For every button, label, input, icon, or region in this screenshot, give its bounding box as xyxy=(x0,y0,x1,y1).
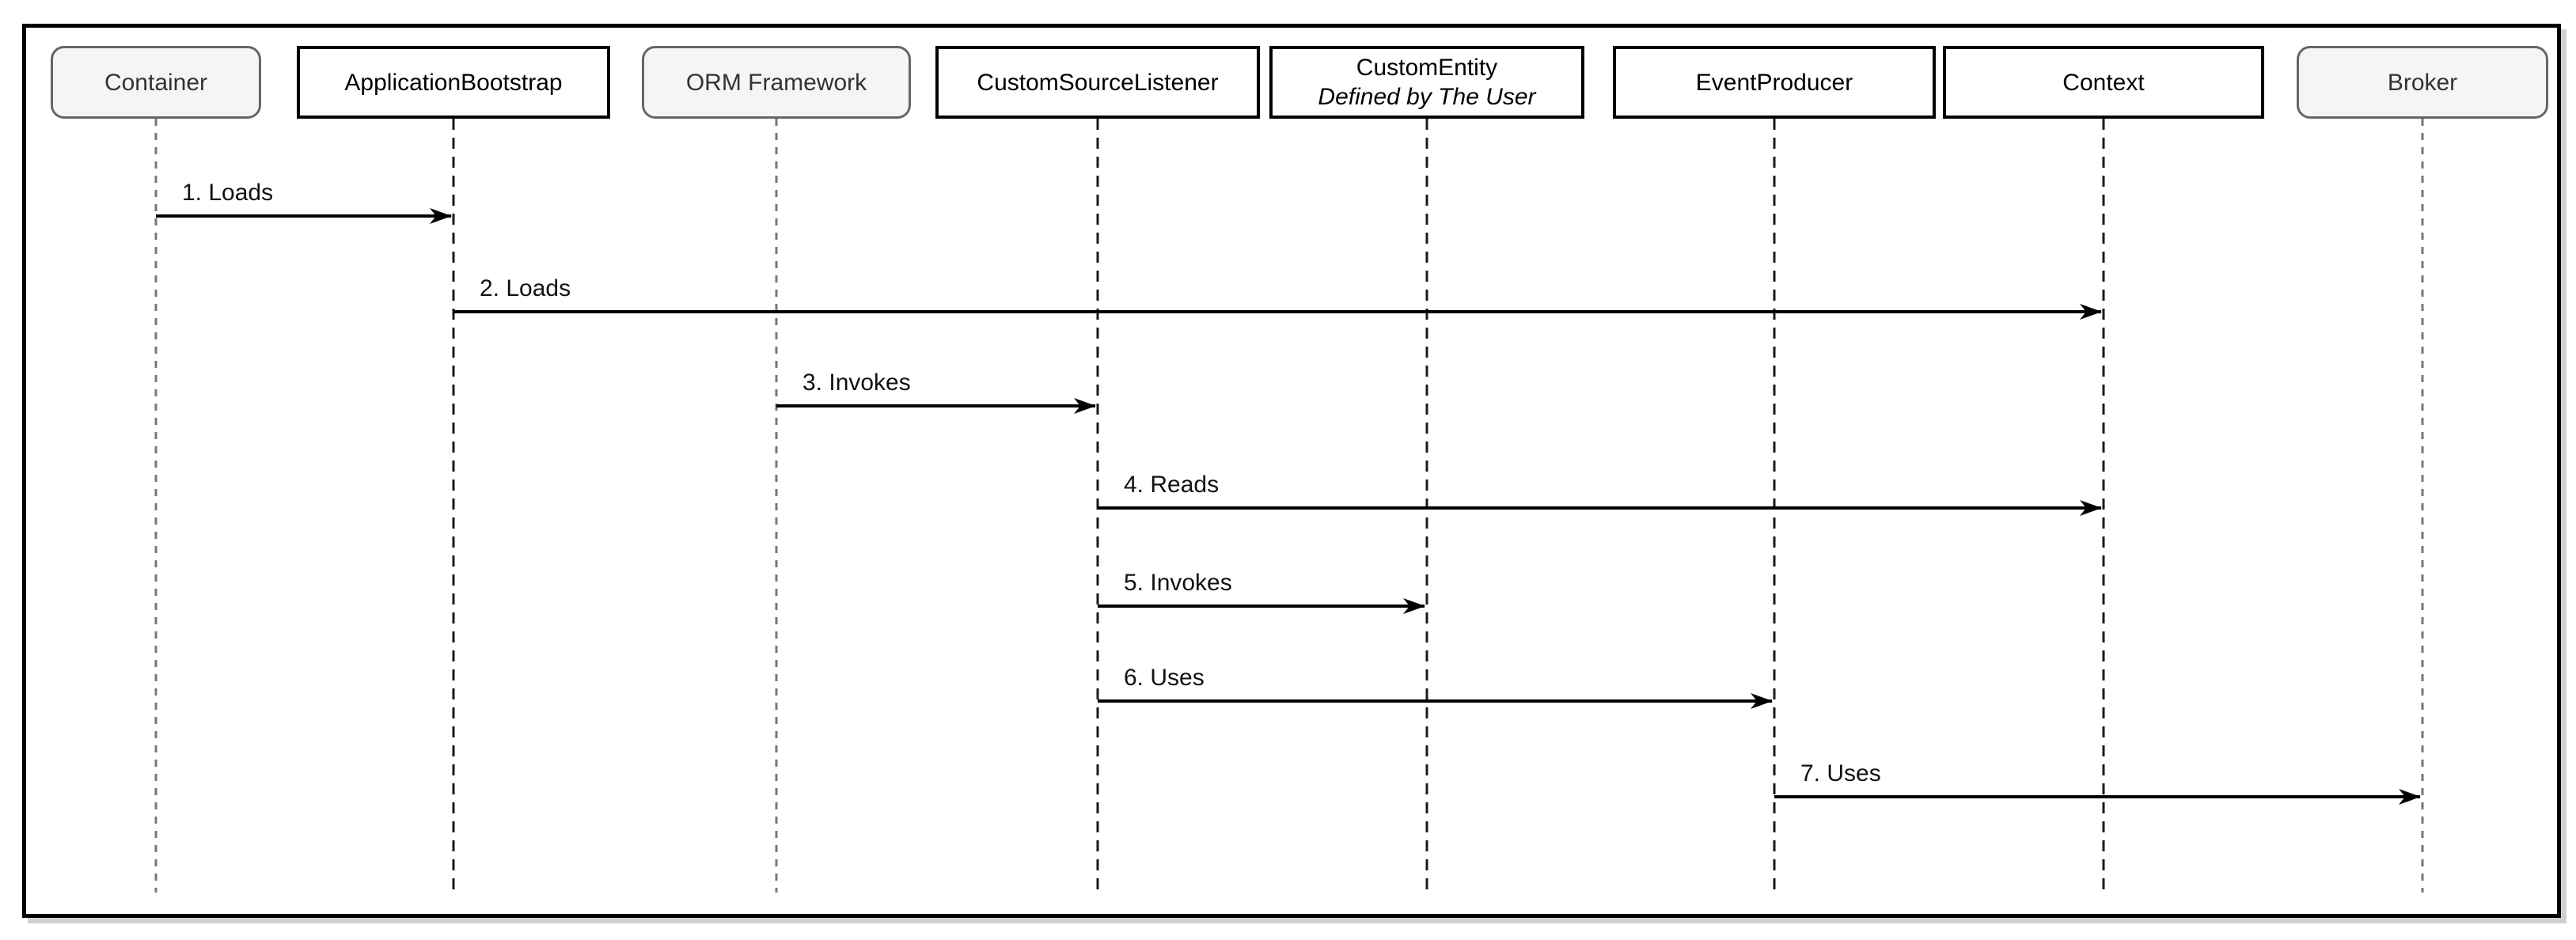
participant-label: ORM Framework xyxy=(685,69,867,96)
messages-group xyxy=(156,208,2421,805)
message-label-3: 3. Invokes xyxy=(802,370,911,396)
lifelines-group xyxy=(154,119,2424,893)
participant-application-bootstrap: ApplicationBootstrap xyxy=(297,46,610,119)
participant-label: EventProducer xyxy=(1695,69,1853,96)
participant-event-producer: EventProducer xyxy=(1613,46,1936,119)
participant-label: Context xyxy=(2062,69,2145,96)
participant-custom-source-listener: CustomSourceListener xyxy=(935,46,1260,119)
participant-broker: Broker xyxy=(2297,46,2548,119)
participant-orm-framework: ORM Framework xyxy=(642,46,911,119)
participant-context: Context xyxy=(1943,46,2264,119)
participant-subtitle: Defined by The User xyxy=(1318,84,1536,110)
message-label-4: 4. Reads xyxy=(1124,472,1220,498)
participant-container: Container xyxy=(51,46,261,119)
participant-label: CustomEntity xyxy=(1356,55,1498,81)
message-label-5: 5. Invokes xyxy=(1124,570,1232,596)
participant-label: Container xyxy=(104,69,208,96)
diagram-frame xyxy=(22,24,2561,918)
message-label-7: 7. Uses xyxy=(1800,760,1881,786)
message-label-2: 2. Loads xyxy=(480,275,571,301)
participant-label: ApplicationBootstrap xyxy=(344,69,563,96)
message-label-6: 6. Uses xyxy=(1124,665,1205,691)
participant-label: Broker xyxy=(2387,69,2458,96)
participant-label: CustomSourceListener xyxy=(977,69,1219,96)
message-label-1: 1. Loads xyxy=(182,180,274,206)
